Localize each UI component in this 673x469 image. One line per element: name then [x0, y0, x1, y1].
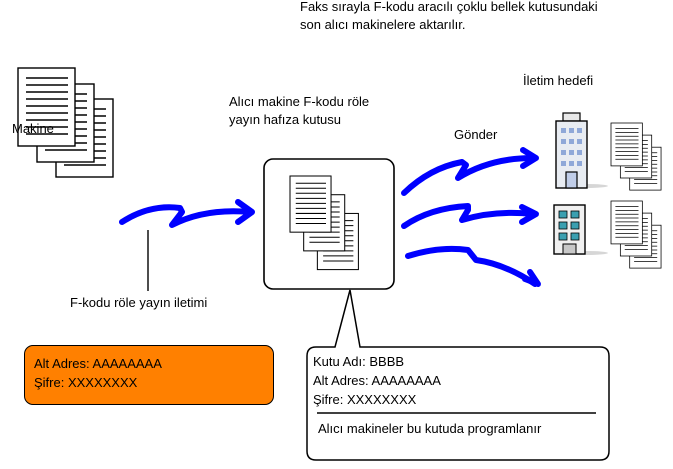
sender-password: Şifre: XXXXXXXX — [34, 375, 138, 390]
document-stack-icon — [610, 122, 662, 191]
relay-box-label-line-1: Alıcı makine F-kodu röle — [229, 94, 370, 109]
relay-box-label-line-2: yayın hafıza kutusu — [229, 112, 342, 127]
office-building-icon — [555, 112, 608, 189]
document-stack-icon — [610, 200, 662, 269]
description-line-2: son alıcı makinelere aktarılır. — [300, 17, 466, 32]
relay-transmission-label: F-kodu röle yayın iletimi — [70, 295, 208, 310]
box-settings-text: Kutu Adı: BBBB Alt Adres: AAAAAAAA Şifre… — [313, 352, 441, 409]
box-name: Kutu Adı: BBBB — [313, 354, 405, 369]
machine-label: Makine — [12, 121, 54, 136]
description-line-1: Faks sırayla F-kodu aracılı çoklu bellek… — [300, 0, 598, 14]
send-arrow-icon — [119, 199, 255, 228]
sender-sub-address: Alt Adres: AAAAAAAA — [34, 356, 162, 371]
office-building-icon — [553, 204, 608, 255]
box-settings-callout — [306, 289, 610, 461]
sender-settings-box: Alt Adres: AAAAAAAA Şifre: XXXXXXXX — [24, 345, 274, 405]
box-password: Şifre: XXXXXXXX — [313, 392, 417, 407]
box-note: Alıcı makineler bu kutuda programlanır — [318, 421, 542, 436]
relay-box-icon — [263, 158, 395, 290]
box-sub-address: Alt Adres: AAAAAAAA — [313, 373, 441, 388]
destination-label: İletim hedefi — [523, 73, 594, 88]
send-label: Gönder — [454, 127, 498, 142]
send-arrow-icon — [401, 147, 541, 287]
